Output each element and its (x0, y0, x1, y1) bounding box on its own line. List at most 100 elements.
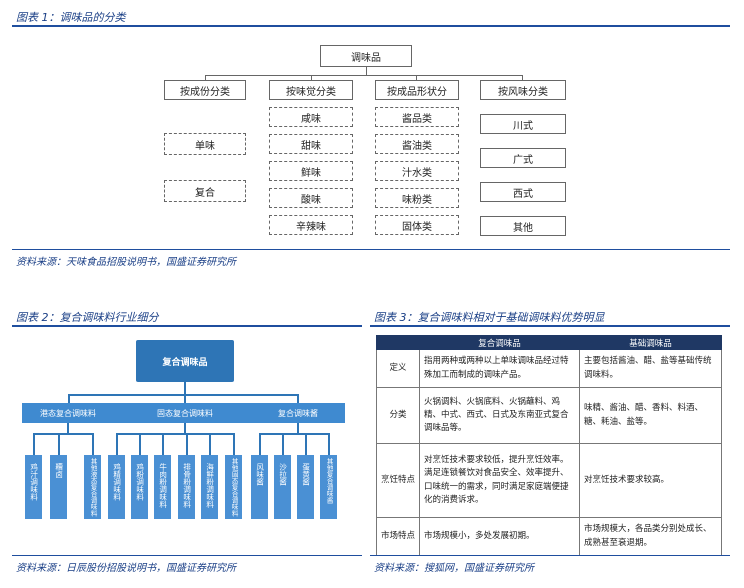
table-cell: 市场规模小，多处发展初期。 (419, 517, 581, 556)
fig2-connector (186, 433, 188, 455)
fig2-connector (233, 433, 235, 455)
fig2-leaf-node: 其他固态复合调味料 (225, 455, 242, 519)
fig2-leaf-node: 牛肉粉调味料 (154, 455, 171, 519)
fig2-leaf-node: 鸡粉调味料 (131, 455, 148, 519)
fig3-bottom-rule (370, 555, 730, 556)
table-header-cell (375, 335, 421, 350)
fig2-bottom-rule (12, 555, 362, 556)
fig2-leaf-node: 糟卤 (50, 455, 67, 519)
fig1-connector (311, 75, 312, 80)
fig1-item-box: 单味 (164, 133, 246, 155)
table-cell: 对烹饪技术要求较低，提升烹饪效率。满足连锁餐饮对食品安全、效率提升、口味统一的需… (419, 443, 581, 518)
fig1-item-box: 酱品类 (375, 107, 459, 127)
fig1-item-box: 其他 (480, 216, 566, 236)
fig2-leaf-node: 其他复合调味酱 (320, 455, 337, 519)
fig2-connector (67, 423, 69, 433)
fig3-top-rule (370, 325, 730, 327)
fig2-connector (68, 394, 298, 396)
fig1-category-box: 按风味分类 (480, 80, 566, 100)
fig2-leaf-node: 其他液态复合调味料 (84, 455, 101, 519)
row-label: 市场特点 (375, 517, 421, 556)
fig1-connector (522, 75, 523, 80)
fig1-item-box: 固体类 (375, 215, 459, 235)
fig2-root-node: 复合调味品 (136, 340, 234, 382)
table-header-cell: 基础调味品 (579, 335, 722, 350)
fig2-connector (259, 433, 329, 435)
fig1-item-box: 汁水类 (375, 161, 459, 181)
table-header-cell: 复合调味品 (419, 335, 581, 350)
fig2-group-node: 复合调味酱 (251, 403, 345, 423)
fig2-connector (209, 433, 211, 455)
fig2-connector (297, 423, 299, 433)
fig2-connector (184, 423, 186, 433)
fig1-category-box: 按味觉分类 (269, 80, 353, 100)
table-row: 分类 火锅调料、火锅底料、火锅蘸料、鸡精、中式、西式、日式及东南亚式复合调味品等… (375, 387, 722, 444)
fig1-connector (205, 75, 206, 80)
fig1-category-box: 按成品形状分 (375, 80, 459, 100)
fig3-source: 资料来源：搜狐网，国盛证券研究所 (374, 563, 534, 574)
fig2-connector (297, 394, 299, 403)
table-row: 定义 指用两种或两种以上单味调味品经过特殊加工而制成的调味产品。 主要包括酱油、… (375, 349, 722, 388)
fig2-connector (328, 433, 330, 455)
fig1-top-rule (12, 25, 730, 27)
fig1-item-box: 川式 (480, 114, 566, 134)
fig2-connector (139, 433, 141, 455)
table-cell: 火锅调料、火锅底料、火锅蘸料、鸡精、中式、西式、日式及东南亚式复合调味品等。 (419, 387, 581, 444)
fig3-title: 图表 3：复合调味料相对于基础调味料优势明显 (374, 311, 605, 324)
fig2-leaf-node: 鸡汁调味料 (25, 455, 42, 519)
fig1-item-box: 咸味 (269, 107, 353, 127)
fig1-title: 图表 1：调味品的分类 (16, 11, 126, 24)
fig2-leaf-node: 蛋黄酱 (297, 455, 314, 519)
fig2-leaf-node: 鸡精调味料 (108, 455, 125, 519)
comparison-table: 复合调味品 基础调味品 定义 指用两种或两种以上单味调味品经过特殊加工而制成的调… (375, 335, 722, 556)
table-cell: 市场规模大，各品类分别处成长、成熟甚至衰退期。 (579, 517, 722, 556)
fig1-item-box: 酱油类 (375, 134, 459, 154)
fig1-item-box: 酸味 (269, 188, 353, 208)
fig1-source: 资料来源：天味食品招股说明书，国盛证券研究所 (16, 257, 236, 268)
fig1-root-box: 调味品 (320, 45, 412, 67)
fig2-leaf-node: 排骨粉调味料 (178, 455, 195, 519)
fig2-connector (116, 433, 118, 455)
fig1-bottom-rule (12, 249, 730, 250)
fig1-item-box: 复合 (164, 180, 246, 202)
fig2-group-node: 固态复合调味料 (106, 403, 264, 423)
table-cell: 主要包括酱油、醋、盐等基础传统调味料。 (579, 349, 722, 388)
fig1-item-box: 味粉类 (375, 188, 459, 208)
row-label: 定义 (375, 349, 421, 388)
fig2-leaf-node: 沙拉酱 (274, 455, 291, 519)
fig1-connector (416, 75, 417, 80)
table-header-row: 复合调味品 基础调味品 (375, 335, 722, 350)
fig2-connector (305, 433, 307, 455)
fig2-connector (282, 433, 284, 455)
table-cell: 味精、酱油、醋、香料、料酒、糖、耗油、盐等。 (579, 387, 722, 444)
fig1-connector (366, 67, 367, 75)
fig2-group-node: 港态复合调味料 (22, 403, 114, 423)
fig1-item-box: 鲜味 (269, 161, 353, 181)
fig2-connector (184, 394, 186, 403)
fig2-connector (33, 433, 35, 455)
fig2-top-rule (12, 325, 362, 327)
fig1-item-box: 甜味 (269, 134, 353, 154)
fig1-item-box: 西式 (480, 182, 566, 202)
fig1-item-box: 广式 (480, 148, 566, 168)
fig2-connector (259, 433, 261, 455)
row-label: 烹饪特点 (375, 443, 421, 518)
table-cell: 指用两种或两种以上单味调味品经过特殊加工而制成的调味产品。 (419, 349, 581, 388)
fig2-connector (162, 433, 164, 455)
table-row: 烹饪特点 对烹饪技术要求较低，提升烹饪效率。满足连锁餐饮对食品安全、效率提升、口… (375, 443, 722, 518)
fig2-leaf-node: 海鲜粉调味料 (201, 455, 218, 519)
fig2-leaf-node: 风味酱 (251, 455, 268, 519)
fig1-connector (205, 75, 522, 76)
table-cell: 对烹饪技术要求较高。 (579, 443, 722, 518)
row-label: 分类 (375, 387, 421, 444)
fig1-item-box: 辛辣味 (269, 215, 353, 235)
table-row: 市场特点 市场规模小，多处发展初期。 市场规模大，各品类分别处成长、成熟甚至衰退… (375, 517, 722, 556)
fig2-connector (33, 433, 93, 435)
fig2-connector (58, 433, 60, 455)
fig2-source: 资料来源：日辰股份招股说明书，国盛证券研究所 (16, 563, 236, 574)
fig2-connector (92, 433, 94, 455)
fig2-title: 图表 2：复合调味料行业细分 (16, 311, 159, 324)
fig2-connector (184, 382, 186, 394)
fig1-category-box: 按成份分类 (164, 80, 246, 100)
fig2-connector (68, 394, 70, 403)
